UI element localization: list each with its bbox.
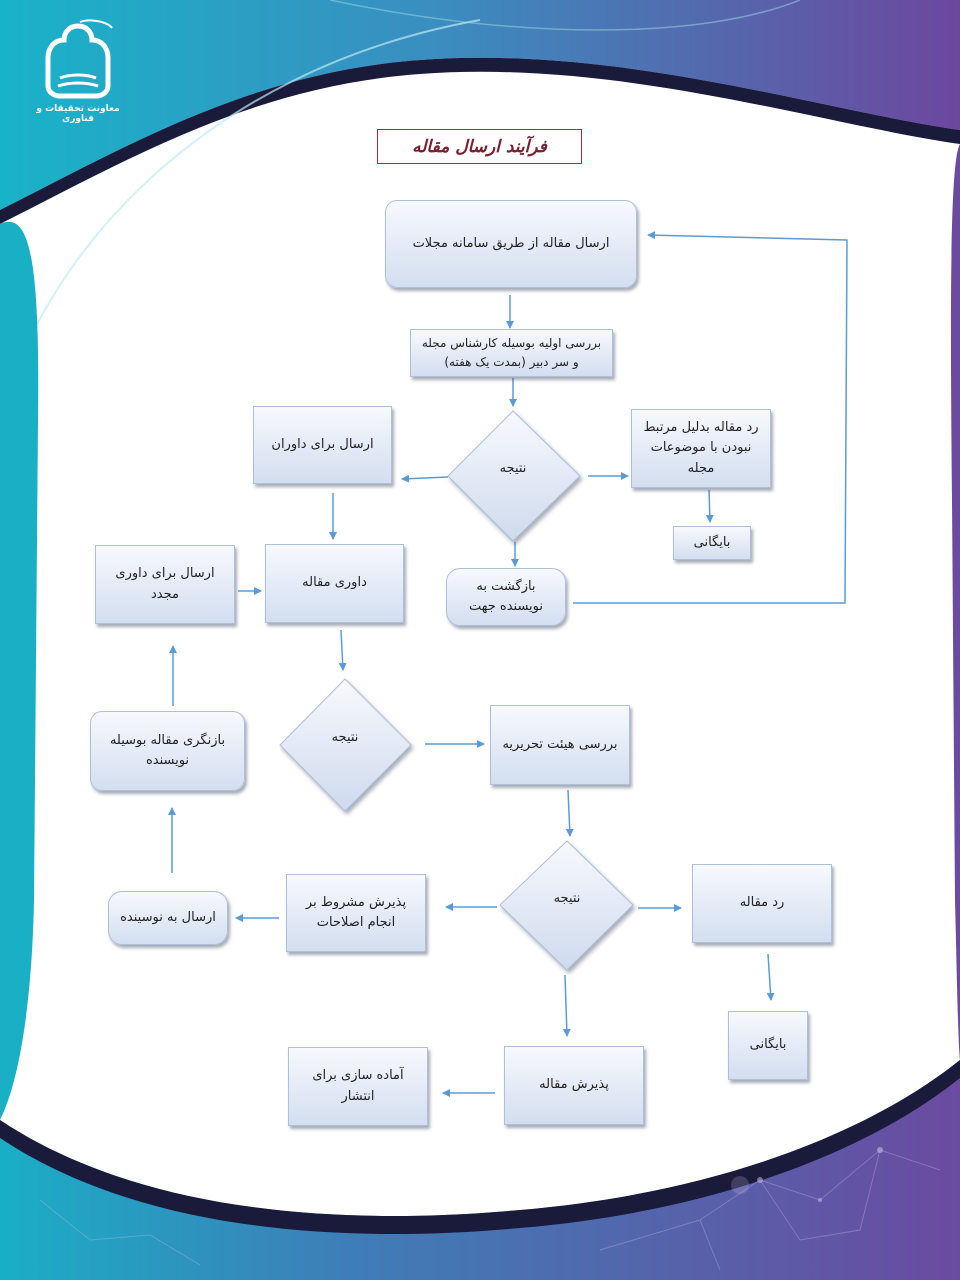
- decision-diamond-shape: [279, 678, 412, 812]
- node-prepare-publication: آماده سازی برای انتشار: [288, 1047, 428, 1126]
- decision-diamond-shape: [447, 410, 581, 542]
- node-archive-2: بایگانی: [728, 1011, 808, 1080]
- university-logo-icon: [45, 19, 113, 99]
- node-accept: پذیرش مقاله: [504, 1046, 644, 1125]
- node-initial-review: بررسی اولیه بوسیله کارشناس مجله و سر دبی…: [410, 329, 613, 377]
- node-re-review: ارسال برای داوری مجدد: [95, 545, 235, 624]
- node-conditional-accept: پذیرش مشروط بر انجام اصلاحات: [286, 874, 426, 952]
- page-title: فرآیند ارسال مقاله: [377, 129, 582, 164]
- decision-3-label: نتیجه: [553, 891, 581, 906]
- node-editorial-board-review: بررسی هیئت تحریریه: [490, 705, 630, 785]
- node-return-to-author: بازگشت به نویسنده جهت: [446, 568, 566, 626]
- node-send-to-referees: ارسال برای داوران: [253, 406, 392, 484]
- node-reject: رد مقاله: [692, 864, 832, 943]
- node-referee-review: داوری مقاله: [265, 544, 404, 623]
- decision-1-label: نتیجه: [499, 461, 527, 476]
- decision-2-label: نتیجه: [331, 730, 359, 745]
- node-submit: ارسال مقاله از طریق سامانه مجلات: [385, 200, 637, 288]
- logo-caption: معاونت تحقیقات و فناوری: [36, 104, 120, 124]
- node-reject-irrelevant: رد مقاله بدلیل مرتبط نبودن با موضوعات مج…: [631, 409, 771, 488]
- node-author-revision: بازنگری مقاله بوسیله نویسنده: [90, 711, 245, 791]
- decision-diamond-shape: [499, 840, 634, 971]
- node-archive-1: بایگانی: [673, 526, 751, 560]
- node-send-to-author: ارسال به نوسینده: [108, 891, 228, 945]
